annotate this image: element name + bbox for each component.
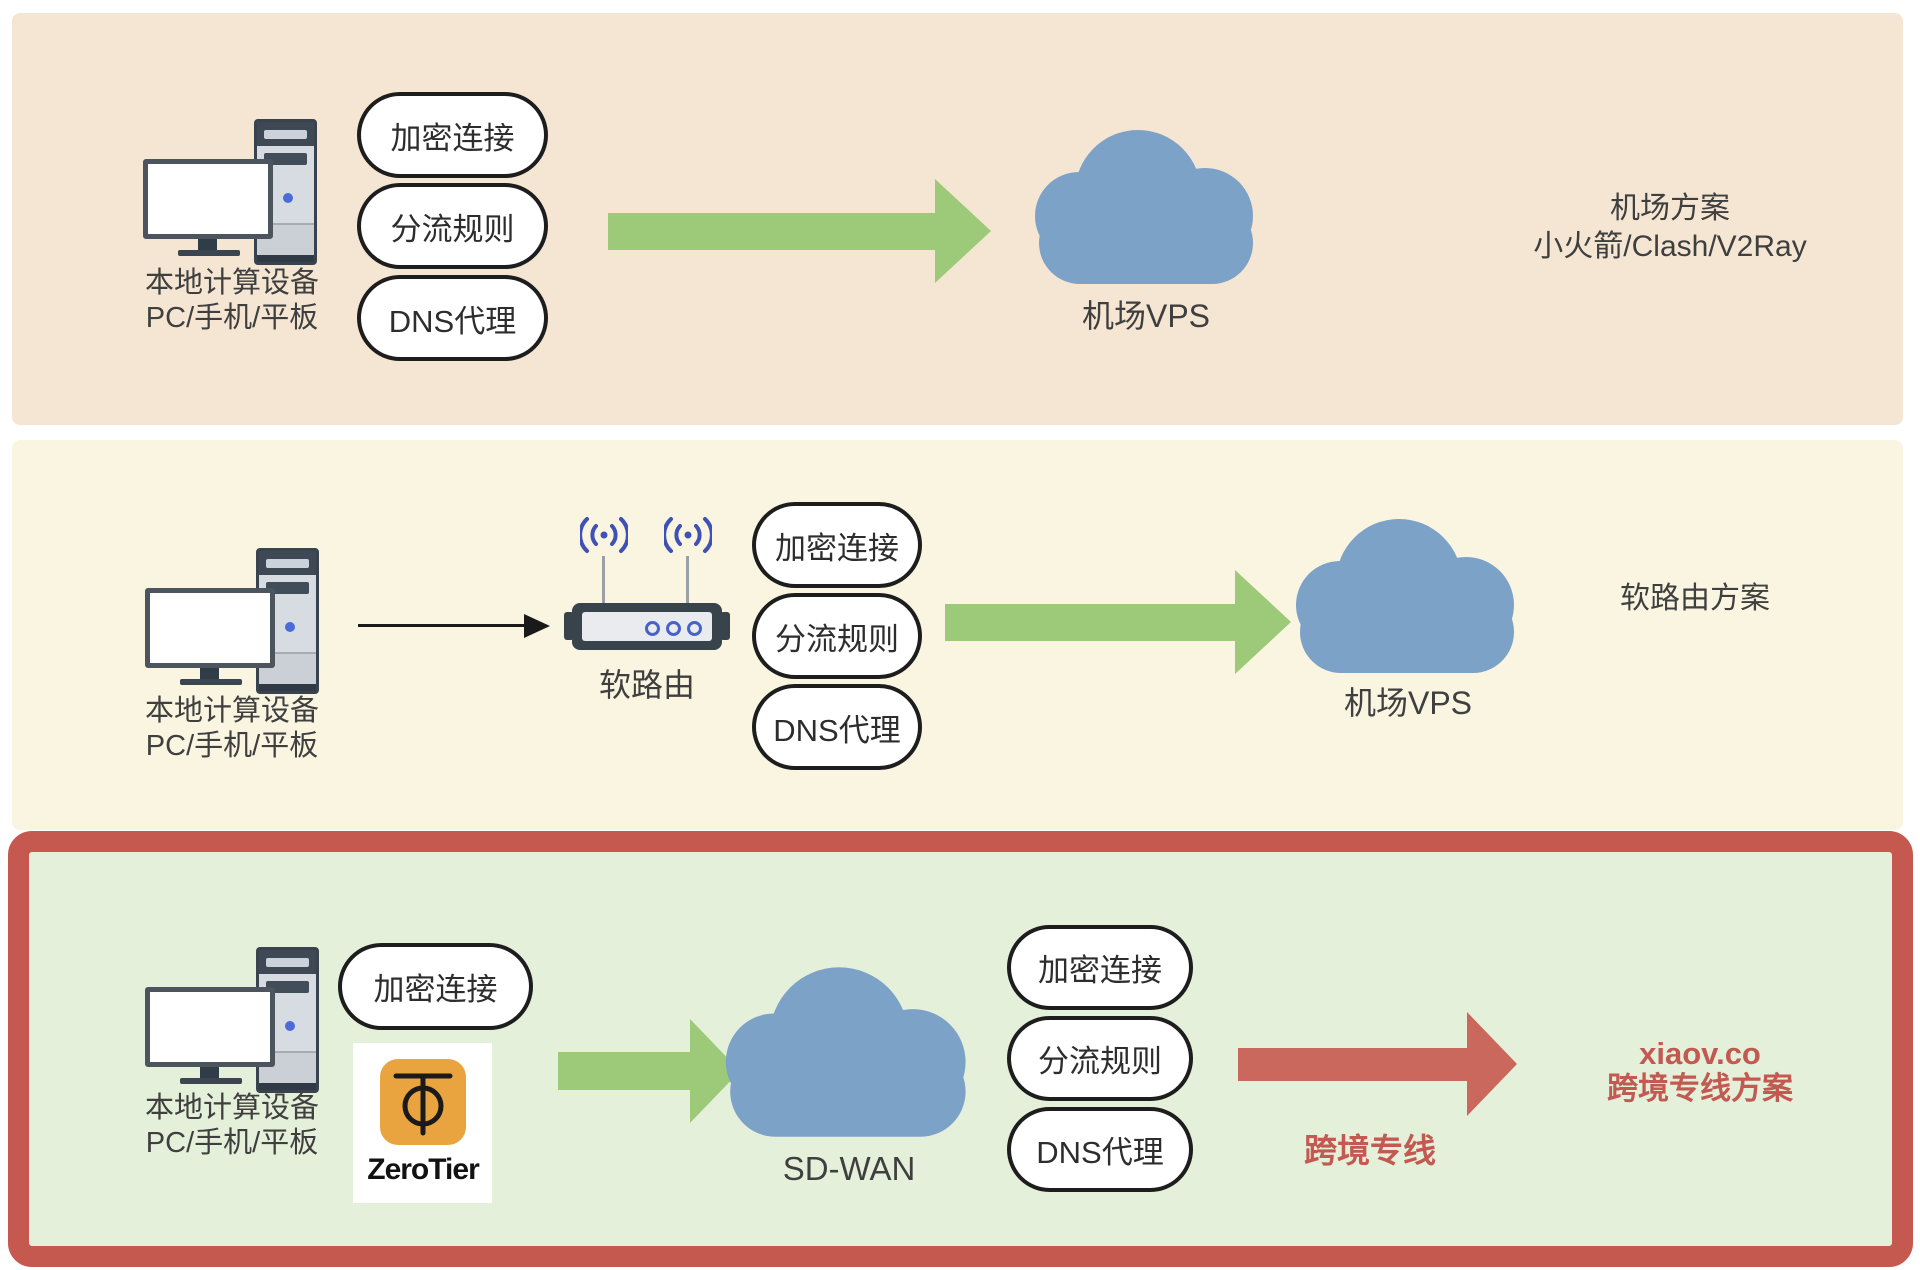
cloud-icon	[725, 967, 972, 1137]
pc-monitor	[145, 588, 275, 668]
pill-encrypted-connection: 加密连接	[1007, 925, 1193, 1010]
connector-arrow-black	[358, 624, 524, 627]
pill-encrypted-connection: 加密连接	[752, 502, 922, 588]
cloud-label: 机场VPS	[1081, 298, 1211, 334]
device-label: 本地计算设备 PC/手机/平板	[144, 695, 319, 762]
section-title: 机场方案 小火箭/Clash/V2Ray	[1533, 192, 1807, 263]
cloud-label: 机场VPS	[1343, 685, 1473, 721]
pill-routing-rules: 分流规则	[357, 183, 548, 269]
device-label: 本地计算设备 PC/手机/平板	[144, 267, 319, 334]
pill-dns-proxy: DNS代理	[1007, 1107, 1193, 1192]
pc-monitor	[143, 159, 273, 239]
wifi-signal-icon	[664, 517, 712, 553]
desktop-computer-icon	[143, 119, 323, 265]
pill-routing-rules: 分流规则	[752, 593, 922, 679]
connector-arrow-black-head	[524, 614, 550, 638]
desktop-computer-icon	[145, 947, 325, 1093]
router-label: 软路由	[598, 667, 695, 703]
zerotier-logo: ZeroTier	[353, 1043, 492, 1203]
wifi-signal-icon	[580, 517, 628, 553]
pc-tower	[256, 947, 319, 1093]
cloud-icon	[1296, 519, 1520, 673]
pc-monitor	[145, 987, 275, 1067]
router-antenna	[686, 556, 689, 608]
section-title: xiaov.co 跨境专线方案	[1607, 1036, 1793, 1106]
pill-routing-rules: 分流规则	[1007, 1016, 1193, 1101]
router-led	[687, 621, 702, 636]
cloud-label: SD-WAN	[782, 1150, 916, 1187]
pc-tower	[256, 548, 319, 694]
pill-dns-proxy: DNS代理	[752, 684, 922, 770]
pill-encrypted-connection: 加密连接	[357, 92, 548, 178]
pill-encrypted-connection: 加密连接	[338, 943, 533, 1030]
pill-dns-proxy: DNS代理	[357, 275, 548, 361]
device-label: 本地计算设备 PC/手机/平板	[144, 1092, 319, 1159]
red-arrow-label: 跨境专线	[1304, 1132, 1436, 1169]
router-led	[666, 621, 681, 636]
router-antenna	[602, 556, 605, 608]
desktop-computer-icon	[145, 548, 325, 694]
zerotier-wordmark: ZeroTier	[367, 1153, 480, 1186]
cross-border-section-background	[8, 831, 1913, 1267]
zerotier-glyph	[380, 1059, 466, 1145]
cloud-icon	[1035, 130, 1259, 284]
section-title: 软路由方案	[1620, 582, 1770, 615]
router-led	[645, 621, 660, 636]
